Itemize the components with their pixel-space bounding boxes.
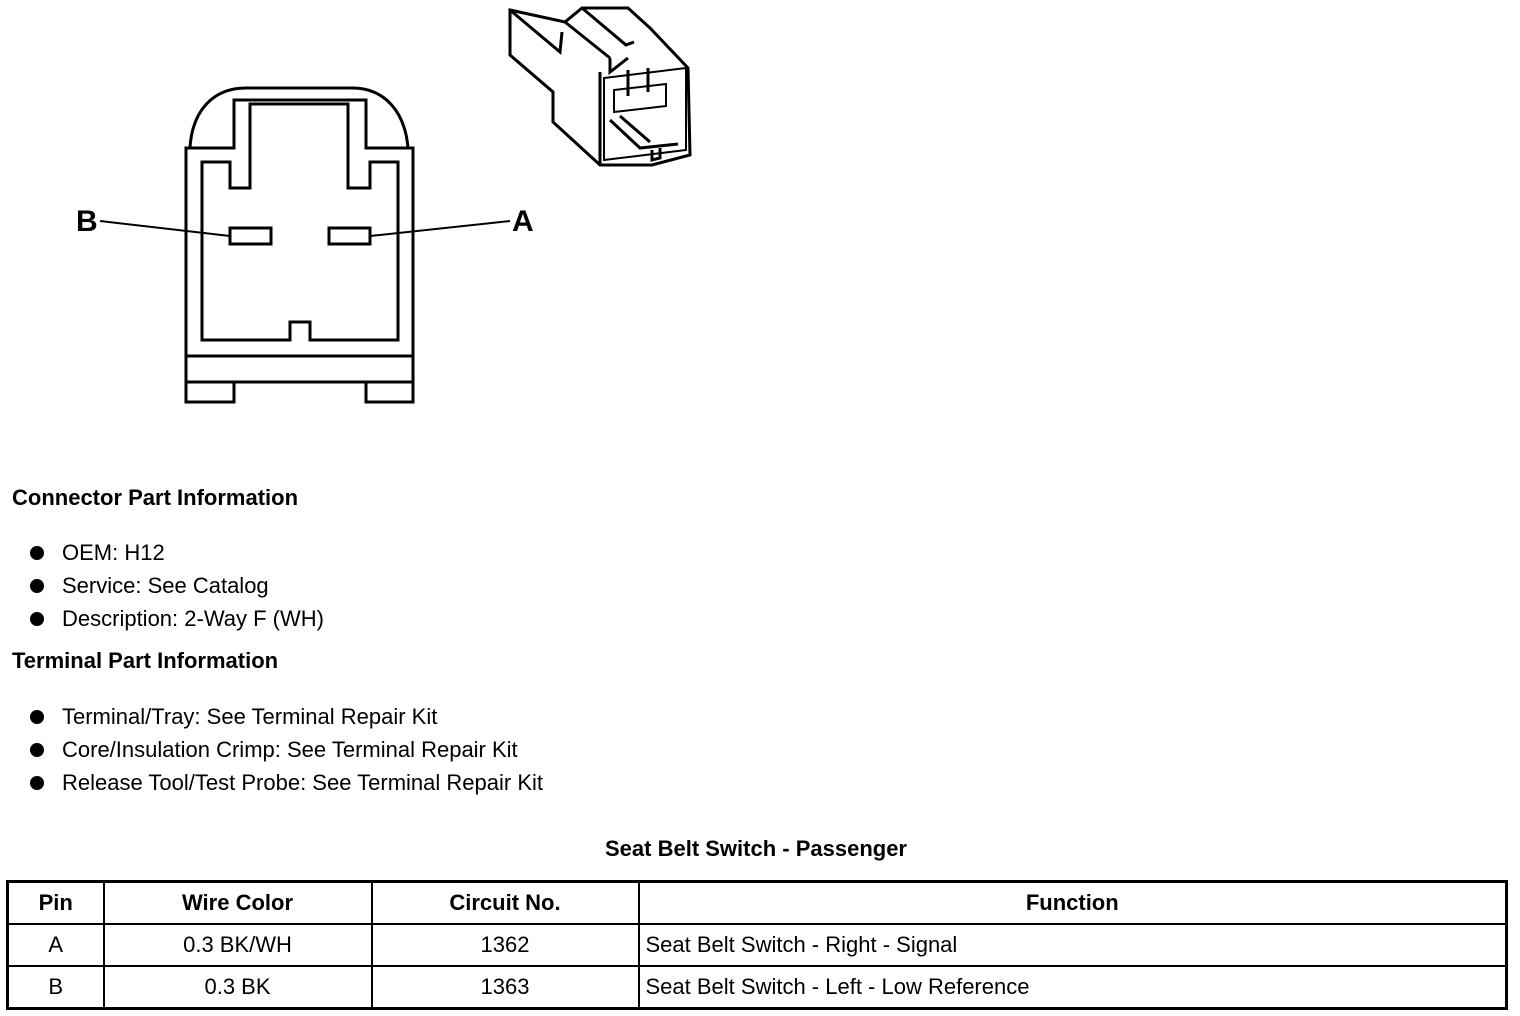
column-header-pin: Pin bbox=[6, 880, 105, 925]
connector-face-outline bbox=[184, 86, 415, 404]
connector-face-shoulder bbox=[190, 98, 408, 150]
list-item-text: Terminal/Tray: See Terminal Repair Kit bbox=[62, 704, 438, 729]
cell-function: Seat Belt Switch - Right - Signal bbox=[637, 923, 1508, 967]
column-header-wire-color: Wire Color bbox=[102, 880, 373, 925]
terminal-b bbox=[228, 226, 273, 246]
leader-line-a bbox=[369, 220, 511, 237]
list-item-text: Description: 2-Way F (WH) bbox=[62, 606, 324, 631]
table-row: A 0.3 BK/WH 1362 Seat Belt Switch - Righ… bbox=[6, 923, 1508, 967]
table-row: B 0.3 BK 1363 Seat Belt Switch - Left - … bbox=[6, 965, 1508, 1010]
list-item: OEM: H12 bbox=[28, 536, 324, 569]
list-item: Service: See Catalog bbox=[28, 569, 324, 602]
connector-info-heading: Connector Part Information bbox=[12, 485, 299, 510]
list-item-text: Release Tool/Test Probe: See Terminal Re… bbox=[62, 770, 543, 795]
bullet-icon bbox=[30, 579, 44, 593]
cell-wire-color: 0.3 BK/WH bbox=[102, 923, 373, 967]
list-item: Terminal/Tray: See Terminal Repair Kit bbox=[28, 700, 543, 733]
cell-pin: B bbox=[6, 965, 105, 1010]
cell-pin: A bbox=[6, 923, 105, 967]
pin-label-a: A bbox=[512, 205, 534, 238]
leader-line-b bbox=[99, 220, 231, 237]
bullet-icon bbox=[30, 710, 44, 724]
list-item-text: OEM: H12 bbox=[62, 540, 165, 565]
cell-circuit-no: 1363 bbox=[370, 965, 640, 1010]
list-item-text: Core/Insulation Crimp: See Terminal Repa… bbox=[62, 737, 518, 762]
bullet-icon bbox=[30, 612, 44, 626]
terminal-info-list: Terminal/Tray: See Terminal Repair Kit C… bbox=[28, 700, 543, 799]
connector-isometric-view bbox=[508, 6, 692, 167]
list-item: Release Tool/Test Probe: See Terminal Re… bbox=[28, 766, 543, 799]
list-item: Core/Insulation Crimp: See Terminal Repa… bbox=[28, 733, 543, 766]
cell-circuit-no: 1362 bbox=[370, 923, 640, 967]
bullet-icon bbox=[30, 743, 44, 757]
bullet-icon bbox=[30, 776, 44, 790]
table-title: Seat Belt Switch - Passenger bbox=[605, 836, 907, 861]
pinout-table: Pin Wire Color Circuit No. Function A 0.… bbox=[6, 880, 1508, 1010]
cell-wire-color: 0.3 BK bbox=[102, 965, 373, 1010]
connector-info-list: OEM: H12 Service: See Catalog Descriptio… bbox=[28, 536, 324, 635]
connector-face-cavity bbox=[200, 102, 400, 342]
pin-label-b: B bbox=[76, 205, 98, 238]
table-header-row: Pin Wire Color Circuit No. Function bbox=[6, 880, 1508, 925]
connector-diagram: B A bbox=[76, 6, 692, 404]
list-item: Description: 2-Way F (WH) bbox=[28, 602, 324, 635]
connector-face-lip bbox=[186, 354, 413, 384]
column-header-function: Function bbox=[637, 880, 1508, 925]
bullet-icon bbox=[30, 546, 44, 560]
terminal-a bbox=[327, 226, 372, 246]
column-header-circuit-no: Circuit No. bbox=[370, 880, 640, 925]
list-item-text: Service: See Catalog bbox=[62, 573, 269, 598]
terminal-info-heading: Terminal Part Information bbox=[12, 648, 279, 673]
cell-function: Seat Belt Switch - Left - Low Reference bbox=[637, 965, 1508, 1010]
